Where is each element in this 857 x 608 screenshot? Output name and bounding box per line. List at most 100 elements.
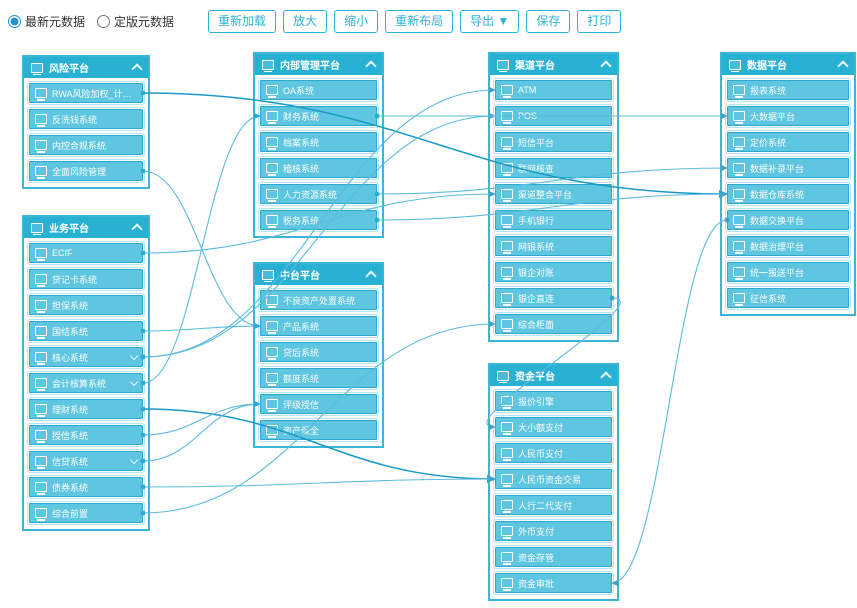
- system-item[interactable]: 报表系统: [725, 78, 851, 102]
- system-item[interactable]: 贷记卡系统: [27, 267, 145, 291]
- toolbar-button-5[interactable]: 保存: [526, 10, 571, 33]
- panel-header-internal[interactable]: 内部管理平台: [255, 54, 382, 75]
- toolbar-button-0[interactable]: 重新加载: [208, 10, 277, 33]
- collapse-chevron-icon[interactable]: [131, 223, 143, 235]
- monitor-icon: [266, 321, 278, 334]
- collapse-chevron-icon[interactable]: [131, 63, 143, 75]
- monitor-icon: [729, 59, 741, 72]
- collapse-chevron-icon[interactable]: [365, 270, 377, 282]
- system-item[interactable]: 内控合规系统: [27, 133, 145, 157]
- toolbar-buttons: 重新加载放大缩小重新布局导出 ▼ 保存打印: [208, 10, 628, 33]
- system-item[interactable]: 反洗钱系统: [27, 107, 145, 131]
- system-item[interactable]: 授信系统: [27, 423, 145, 447]
- monitor-icon: [733, 111, 745, 124]
- system-item[interactable]: 数据治理平台: [725, 234, 851, 258]
- system-item[interactable]: 大数据平台: [725, 104, 851, 128]
- panel-risk: 风险平台 RWA风险加权_计量系统反洗钱系统内控合规系统全面风险管理: [22, 55, 150, 189]
- system-item-label: 财务系统: [283, 111, 320, 122]
- radio-input[interactable]: [8, 15, 21, 28]
- system-item-label: 综合前置: [52, 508, 89, 519]
- panel-header-fund[interactable]: 资金平台: [490, 365, 617, 386]
- panel-middle: 中台平台不良资产处置系统产品系统贷后系统额度系统评级授信资产保全: [253, 262, 384, 448]
- system-item[interactable]: 产品系统: [258, 314, 379, 338]
- monitor-icon: [733, 137, 745, 150]
- panel-title: 风险平台: [49, 64, 89, 75]
- radio-input[interactable]: [97, 15, 111, 28]
- system-item[interactable]: 债券系统: [27, 475, 145, 499]
- monitor-icon: [35, 482, 47, 495]
- system-item[interactable]: 短信平台: [493, 130, 614, 154]
- system-item[interactable]: 国结系统: [27, 319, 145, 343]
- system-item[interactable]: 稽核系统: [258, 156, 379, 180]
- panel-header-data[interactable]: 数据平台: [722, 54, 854, 75]
- system-item[interactable]: 数据补录平台: [725, 156, 851, 180]
- system-item[interactable]: 人民币资金交易: [493, 467, 614, 491]
- collapse-chevron-icon[interactable]: [600, 371, 612, 383]
- toolbar-button-1[interactable]: 放大: [283, 10, 328, 33]
- system-item[interactable]: 评级授信: [258, 392, 379, 416]
- panel-header-risk[interactable]: 风险平台: [24, 57, 148, 78]
- monitor-icon: [35, 88, 47, 101]
- system-item[interactable]: 资产保全: [258, 418, 379, 442]
- system-item[interactable]: 担保系统: [27, 293, 145, 317]
- panel-header-business[interactable]: 业务平台: [24, 217, 148, 238]
- system-item[interactable]: 核心系统: [27, 345, 145, 369]
- system-item[interactable]: 会计核算系统: [27, 371, 145, 395]
- system-item[interactable]: 银企直连: [493, 286, 614, 310]
- system-item[interactable]: 不良资产处置系统: [258, 288, 379, 312]
- toolbar-button-2[interactable]: 缩小: [334, 10, 379, 33]
- monitor-icon: [35, 352, 47, 365]
- system-item[interactable]: 网银系统: [493, 234, 614, 258]
- radio-label: 最新元数据: [25, 15, 86, 29]
- system-item[interactable]: 数据仓库系统: [725, 182, 851, 206]
- system-item[interactable]: 档案系统: [258, 130, 379, 154]
- system-item[interactable]: 资金存管: [493, 545, 614, 569]
- system-item-label: 统一报送平台: [750, 267, 805, 278]
- system-item[interactable]: POS: [493, 104, 614, 128]
- collapse-chevron-icon[interactable]: [600, 60, 612, 72]
- connection-line: [142, 322, 261, 332]
- system-item[interactable]: 银企对账: [493, 260, 614, 284]
- monitor-icon: [501, 137, 513, 150]
- system-item[interactable]: 税务系统: [258, 208, 379, 232]
- system-item[interactable]: 大小额支付: [493, 415, 614, 439]
- system-item[interactable]: 统一报送平台: [725, 260, 851, 284]
- expand-chevron-icon[interactable]: [129, 455, 139, 465]
- system-item[interactable]: 数据交换平台: [725, 208, 851, 232]
- collapse-chevron-icon[interactable]: [365, 60, 377, 72]
- system-item[interactable]: 手机银行: [493, 208, 614, 232]
- system-item[interactable]: 财务系统: [258, 104, 379, 128]
- panel-header-middle[interactable]: 中台平台: [255, 264, 382, 285]
- system-item[interactable]: 贷后系统: [258, 340, 379, 364]
- system-item[interactable]: 外币支付: [493, 519, 614, 543]
- system-item[interactable]: 额度系统: [258, 366, 379, 390]
- system-item[interactable]: 人力资源系统: [258, 182, 379, 206]
- system-item-label: 大小额支付: [518, 422, 564, 433]
- system-item[interactable]: 信贷系统: [27, 449, 145, 473]
- system-item[interactable]: 综合前置: [27, 501, 145, 525]
- expand-chevron-icon[interactable]: [129, 351, 139, 361]
- system-item[interactable]: 资金审批: [493, 571, 614, 595]
- system-item[interactable]: 人行二代支付: [493, 493, 614, 517]
- system-item[interactable]: 联网核查: [493, 156, 614, 180]
- system-item-label: 联网核查: [518, 163, 555, 174]
- panel-header-channel[interactable]: 渠道平台: [490, 54, 617, 75]
- system-item[interactable]: ECIF: [27, 241, 145, 265]
- system-item[interactable]: 综合柜面: [493, 312, 614, 336]
- system-item[interactable]: 渠道整合平台: [493, 182, 614, 206]
- toolbar-button-6[interactable]: 打印: [577, 10, 622, 33]
- system-item[interactable]: 征信系统: [725, 286, 851, 310]
- collapse-chevron-icon[interactable]: [837, 60, 849, 72]
- system-item[interactable]: 全面风险管理: [27, 159, 145, 183]
- system-item[interactable]: 定价系统: [725, 130, 851, 154]
- system-item[interactable]: 报价引擎: [493, 389, 614, 413]
- system-item[interactable]: ATM: [493, 78, 614, 102]
- monitor-icon: [31, 62, 43, 75]
- toolbar-button-4[interactable]: 导出 ▼: [460, 10, 520, 33]
- system-item[interactable]: 理财系统: [27, 397, 145, 421]
- system-item[interactable]: RWA风险加权_计量系统: [27, 81, 145, 105]
- system-item[interactable]: 人民币支付: [493, 441, 614, 465]
- expand-chevron-icon[interactable]: [129, 377, 139, 387]
- toolbar-button-3[interactable]: 重新布局: [385, 10, 454, 33]
- system-item[interactable]: OA系统: [258, 78, 379, 102]
